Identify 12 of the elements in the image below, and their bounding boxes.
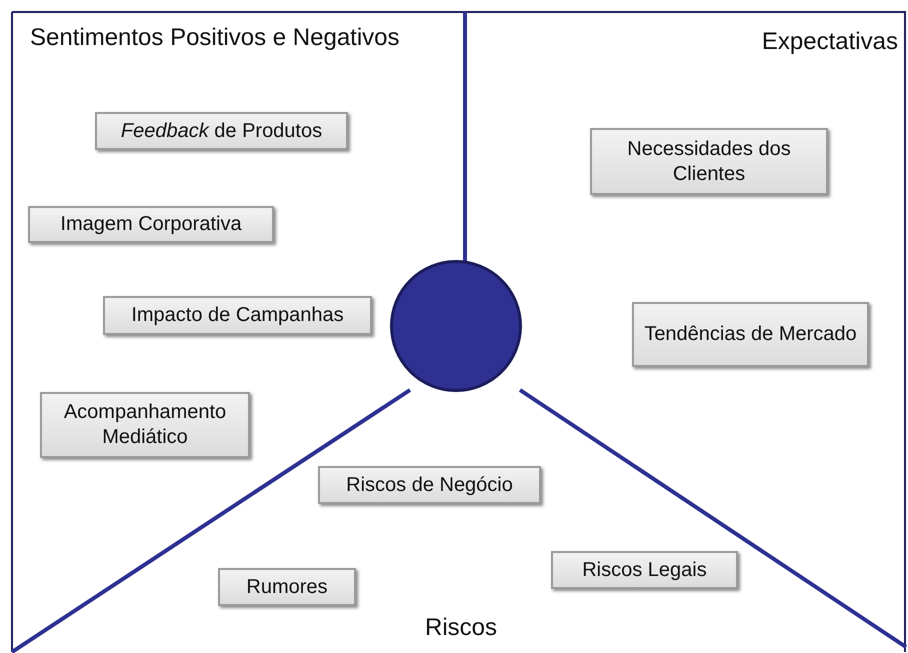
region-heading: Sentimentos Positivos e Negativos (30, 24, 400, 52)
region-heading: Expectativas (762, 28, 898, 56)
topic-box: Impacto de Campanhas (103, 296, 372, 335)
region-heading: Riscos (425, 614, 498, 642)
topic-box: Imagem Corporativa (28, 206, 274, 243)
topic-box: Rumores (218, 568, 356, 606)
topic-box: Necessidades dos Clientes (590, 128, 828, 195)
topic-box: Feedback de Produtos (95, 112, 348, 150)
topic-box: Riscos Legais (551, 551, 738, 589)
topic-box: Acompanhamento Mediático (40, 392, 250, 458)
topic-box: Riscos de Negócio (318, 466, 541, 504)
topic-box: Tendências de Mercado (632, 302, 869, 367)
